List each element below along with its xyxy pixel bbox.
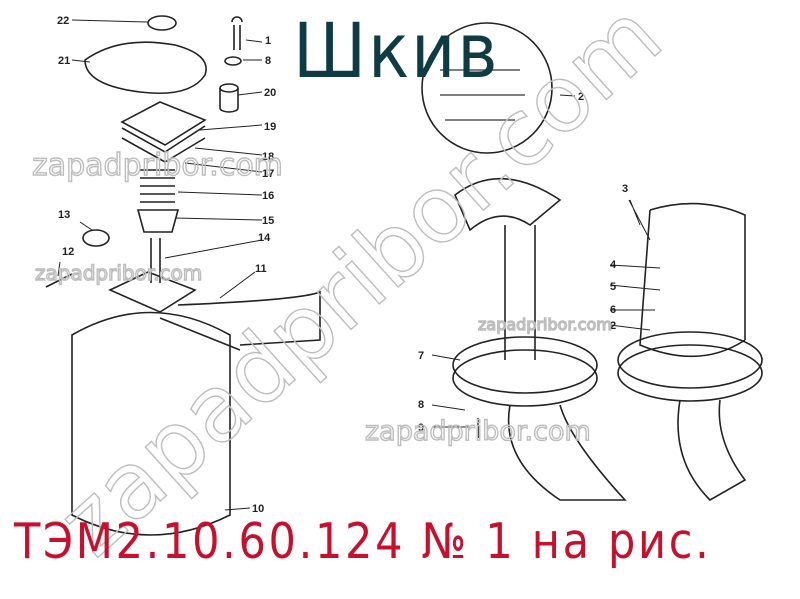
callout-5: 5 xyxy=(610,281,616,293)
callout-15: 15 xyxy=(262,215,274,227)
callout-3: 3 xyxy=(622,183,628,195)
part-3-filter-housing xyxy=(639,202,746,358)
callout-14: 14 xyxy=(258,232,271,244)
part-8-nut xyxy=(224,56,242,66)
callout-1: 1 xyxy=(265,35,271,47)
callout-4: 4 xyxy=(610,259,617,271)
part-21-cover xyxy=(84,41,207,95)
part-10-body xyxy=(71,311,231,536)
part-number-caption: ТЭМ2.10.60.124 № 1 на рис. xyxy=(14,513,712,570)
callout-2-bottom: 2 xyxy=(610,320,616,332)
callout-19: 19 xyxy=(264,121,276,133)
watermark: zapadpribor.com xyxy=(365,416,591,447)
callout-2-top: 2 xyxy=(578,91,584,103)
callout-12: 12 xyxy=(62,246,74,258)
callout-10: 10 xyxy=(252,503,264,515)
part-20-sleeve xyxy=(219,88,239,113)
callout-11: 11 xyxy=(255,263,267,275)
part-1-bolt xyxy=(231,16,243,50)
callout-16: 16 xyxy=(262,190,274,202)
detail-circle xyxy=(421,22,553,154)
watermark: zapadpribor.com xyxy=(32,148,283,183)
part-11-flange-and-pipe xyxy=(108,271,321,351)
callout-6: 6 xyxy=(610,304,616,316)
callout-21: 21 xyxy=(58,55,70,67)
watermark: zapadpribor.com xyxy=(478,315,612,334)
part-19-plate xyxy=(120,101,207,153)
part-14-rod xyxy=(150,238,161,283)
page-title: Шкив xyxy=(293,6,500,95)
watermark: zapadpribor.com xyxy=(35,261,202,285)
callout-18: 18 xyxy=(262,151,274,163)
part-15-cup xyxy=(136,209,180,233)
callout-22: 22 xyxy=(57,15,69,27)
callout-7: 7 xyxy=(418,350,424,362)
part-18-gasket xyxy=(121,137,206,163)
callout-9: 9 xyxy=(418,422,424,434)
callout-17: 17 xyxy=(262,168,274,180)
part-13-ring xyxy=(82,229,110,247)
part-22-washer xyxy=(147,15,177,31)
callout-20: 20 xyxy=(264,87,276,99)
part-16-spring xyxy=(140,169,175,203)
callout-8-right: 8 xyxy=(418,399,424,411)
callout-13: 13 xyxy=(58,209,70,221)
part-12-screw xyxy=(45,273,73,288)
callout-8: 8 xyxy=(265,55,271,67)
